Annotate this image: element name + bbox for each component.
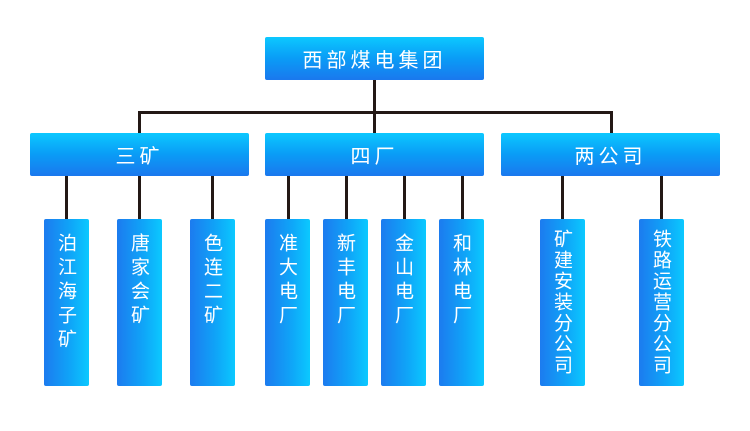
connector-leaf xyxy=(65,176,68,219)
group-label: 三矿 xyxy=(115,144,164,168)
connector-leaf xyxy=(461,176,464,219)
connector-leaf xyxy=(287,176,290,219)
leaf-label: 金山电厂 xyxy=(392,233,414,329)
leaf-label: 和林电厂 xyxy=(450,233,472,329)
leaf-label: 色连二矿 xyxy=(201,233,223,329)
group-label: 四厂 xyxy=(350,144,399,168)
connector-leaf xyxy=(138,176,141,219)
leaf-node: 铁路运营分公司 xyxy=(639,219,684,386)
connector-leaf xyxy=(403,176,406,219)
group-label: 两公司 xyxy=(574,144,647,168)
connector-root xyxy=(373,80,376,114)
leaf-node: 色连二矿 xyxy=(190,219,235,386)
root-node: 西部煤电集团 xyxy=(265,37,484,80)
leaf-node: 泊江海子矿 xyxy=(44,219,89,386)
leaf-node: 金山电厂 xyxy=(381,219,426,386)
leaf-node: 矿建安装分公司 xyxy=(540,219,585,386)
connector-group-1 xyxy=(138,111,141,133)
group-node-mines: 三矿 xyxy=(30,133,249,176)
leaf-label: 矿建安装分公司 xyxy=(551,229,573,376)
connector-leaf xyxy=(345,176,348,219)
leaf-node: 准大电厂 xyxy=(265,219,310,386)
group-node-plants: 四厂 xyxy=(265,133,484,176)
leaf-label: 铁路运营分公司 xyxy=(650,229,672,376)
root-label: 西部煤电集团 xyxy=(302,48,447,72)
connector-group-2 xyxy=(373,111,376,133)
leaf-node: 和林电厂 xyxy=(439,219,484,386)
leaf-node: 唐家会矿 xyxy=(117,219,162,386)
connector-leaf xyxy=(660,176,663,219)
connector-group-3 xyxy=(610,111,613,133)
leaf-node: 新丰电厂 xyxy=(323,219,368,386)
leaf-label: 准大电厂 xyxy=(276,233,298,329)
leaf-label: 新丰电厂 xyxy=(334,233,356,329)
group-node-companies: 两公司 xyxy=(501,133,720,176)
connector-leaf xyxy=(211,176,214,219)
leaf-label: 泊江海子矿 xyxy=(55,233,77,353)
connector-leaf xyxy=(561,176,564,219)
leaf-label: 唐家会矿 xyxy=(128,233,150,329)
